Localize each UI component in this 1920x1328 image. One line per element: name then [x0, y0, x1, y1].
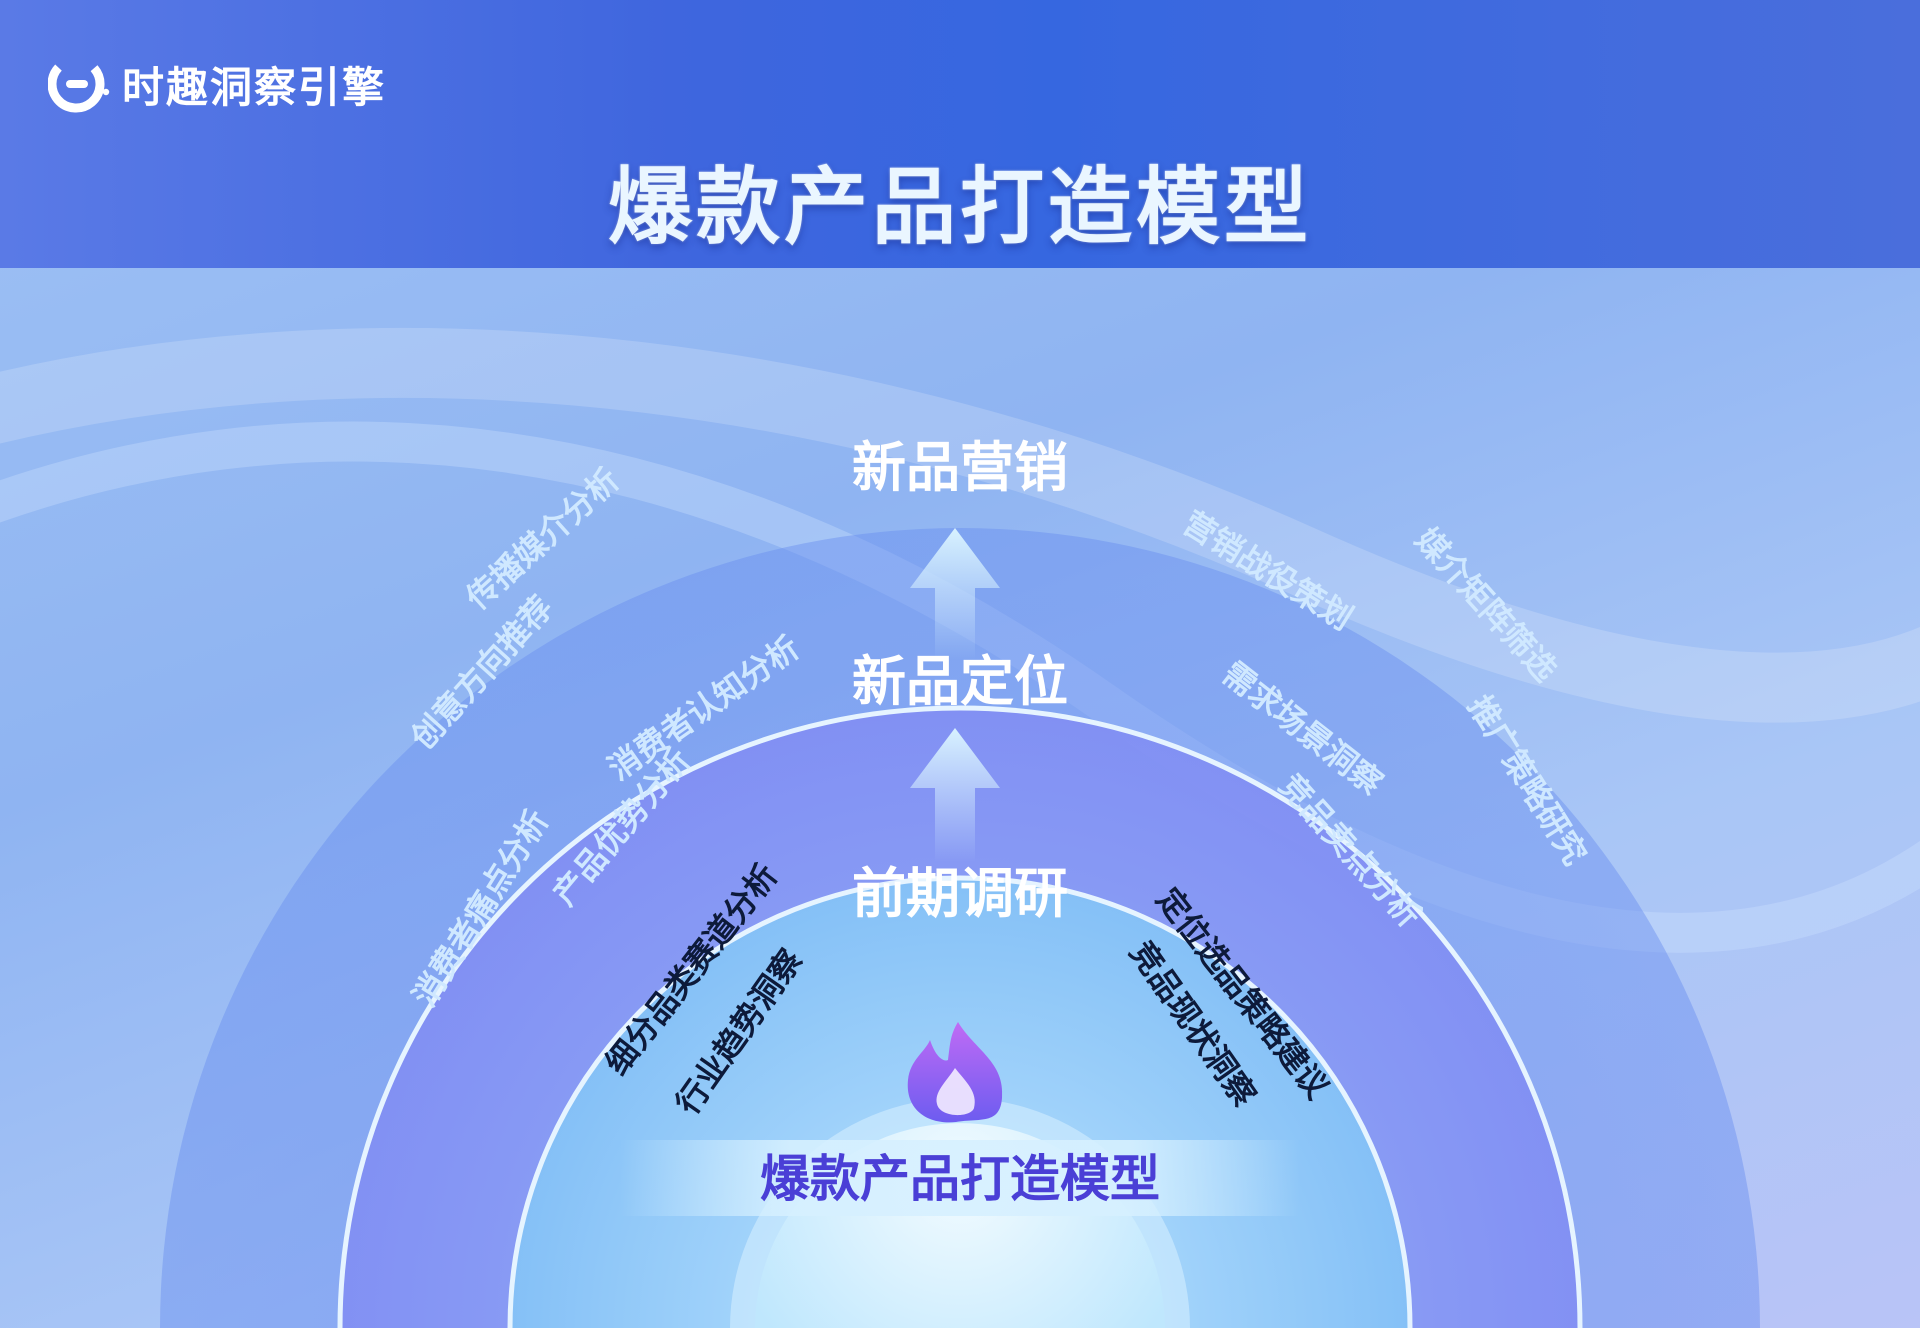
background-swirl — [0, 328, 1920, 723]
stage-middle-title: 新品定位 — [852, 650, 1068, 713]
page-title: 爆款产品打造模型 — [607, 158, 1312, 256]
stage-inner-title: 前期调研 — [852, 862, 1068, 925]
inner-ring-border — [507, 875, 1413, 1328]
logo: 时趣洞察引擎 — [48, 52, 386, 116]
arrow-up-icon — [910, 528, 1000, 660]
middle-ring-border — [337, 705, 1583, 1328]
stage-outer-title: 新品营销 — [852, 436, 1068, 499]
logo-text: 时趣洞察引擎 — [122, 62, 387, 112]
core-label-band — [620, 1140, 1300, 1216]
arrow-up-icon — [910, 728, 1000, 862]
flame-icon — [907, 1022, 1003, 1123]
logo-icon — [48, 55, 110, 113]
outer-left-label: 传播媒介分析 — [458, 460, 627, 617]
core-label: 爆款产品打造模型 — [760, 1150, 1160, 1208]
header-band — [0, 0, 1920, 268]
